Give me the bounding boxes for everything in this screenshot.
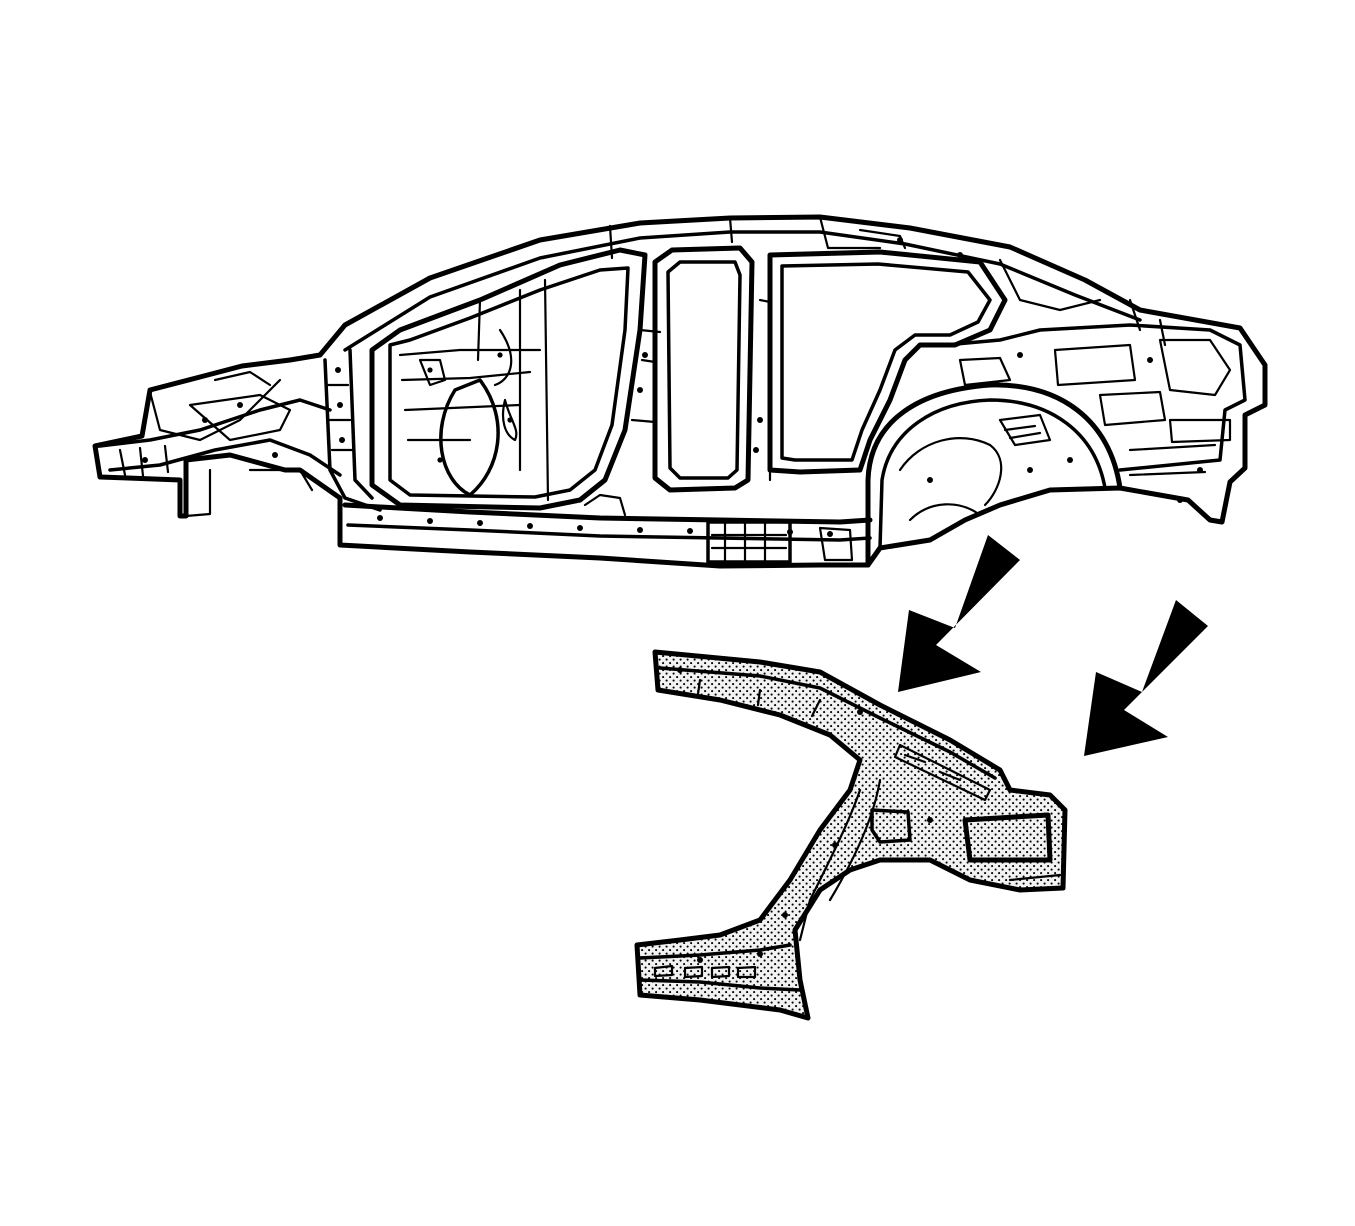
removal-arrow-left — [898, 535, 1020, 692]
rear-door-opening — [767, 249, 1008, 475]
rocker-bracket — [706, 520, 792, 564]
removal-arrows — [898, 535, 1208, 756]
rocker-panel — [342, 502, 873, 525]
rear-quarter-inner-frame — [943, 323, 1247, 472]
panel-cutout — [962, 812, 1053, 863]
roof-rail — [343, 230, 1142, 352]
body-side-frame — [92, 214, 1268, 569]
body-side-outline — [92, 214, 1268, 569]
b-pillar-opening — [652, 245, 755, 493]
rear-quarter-panel-shape — [634, 649, 1068, 1021]
rear-wheel-arch — [865, 382, 1123, 568]
front-door-opening — [369, 247, 648, 511]
removal-arrow-right — [1084, 600, 1208, 756]
front-rail — [98, 398, 332, 448]
rear-quarter-inner-panel — [634, 649, 1068, 1021]
